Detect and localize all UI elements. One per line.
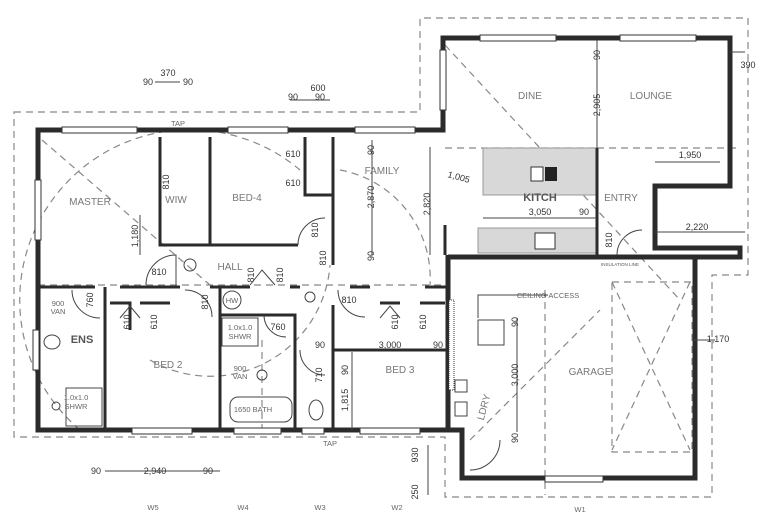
- dim-810: 810: [161, 174, 171, 189]
- room-label-bed4: BED-4: [232, 193, 262, 204]
- dim-3050: 3,050: [529, 207, 552, 217]
- dim-810: 810: [275, 267, 285, 282]
- dim-760: 760: [270, 322, 285, 332]
- vanity-label: VAN: [233, 372, 248, 381]
- dim-90: 90: [579, 207, 589, 217]
- shower-size-label: 1.0x1.0: [228, 323, 253, 332]
- dim-2220: 2,220: [686, 222, 709, 232]
- dim-90: 90: [183, 77, 193, 87]
- garage-wall: [445, 254, 700, 430]
- dim-600: 600: [310, 83, 325, 93]
- dim-810: 810: [246, 267, 256, 282]
- dim-90: 90: [91, 466, 101, 476]
- dim-90: 90: [340, 365, 350, 375]
- doors: [71, 217, 643, 471]
- dim-90: 90: [510, 317, 520, 327]
- shower-label: SHWR: [229, 332, 252, 341]
- room-label-hall: HALL: [217, 262, 242, 273]
- room-label-entry: ENTRY: [604, 193, 638, 204]
- window-label-w3: W3: [314, 503, 325, 512]
- dim-2940: 2,940: [144, 466, 167, 476]
- kitchen-benches: [477, 147, 598, 254]
- interior-walls: [38, 137, 599, 430]
- tap-label-bottom: TAP: [323, 439, 337, 448]
- dim-90: 90: [315, 92, 325, 102]
- ensuite-vanity-size-label: 900: [52, 299, 65, 308]
- dim-810: 810: [151, 267, 166, 277]
- dim-2820: 2,820: [422, 193, 432, 216]
- room-label-garage: GARAGE: [569, 367, 612, 378]
- fixtures: [43, 258, 548, 427]
- dim-90: 90: [203, 466, 213, 476]
- dim-930: 930: [410, 447, 420, 462]
- tap-label-top: TAP: [171, 119, 185, 128]
- dim-810: 810: [604, 232, 614, 247]
- room-label-laundry: LDRY: [476, 393, 494, 422]
- dim-760: 760: [85, 292, 95, 307]
- dimension-lines: [105, 40, 745, 495]
- dim-1180: 1,180: [130, 225, 140, 248]
- ensuite-shower-size-label: 1.0x1.0: [64, 393, 89, 402]
- ceiling-access-label: CEILING ACCESS: [517, 291, 580, 300]
- dim-90: 90: [366, 251, 376, 261]
- windows: [32, 34, 697, 483]
- dim-610: 610: [149, 314, 159, 329]
- dim-390: 390: [740, 60, 755, 70]
- room-label-master: MASTER: [69, 197, 111, 208]
- hot-water-label: HW: [226, 296, 239, 305]
- room-label-family: FAMILY: [365, 166, 400, 177]
- dim-610: 610: [390, 314, 400, 329]
- window-label-w4: W4: [237, 503, 248, 512]
- dim-90: 90: [315, 340, 325, 350]
- ensuite-shower-label: SHWR: [65, 402, 88, 411]
- ensuite-vanity-label: VAN: [51, 307, 66, 316]
- dim-90: 90: [143, 77, 153, 87]
- dim-2905: 2,905: [592, 94, 602, 117]
- room-label-kitchen: KITCH: [523, 192, 557, 204]
- dim-90: 90: [433, 340, 443, 350]
- dim-1950: 1,950: [679, 150, 702, 160]
- window-label-w2: W2: [391, 503, 402, 512]
- dim-810: 810: [200, 294, 210, 309]
- room-label-bed3: BED 3: [386, 365, 415, 376]
- dim-90: 90: [592, 50, 602, 60]
- dim-1815: 1,815: [340, 389, 350, 412]
- bath-label: 1650 BATH: [234, 405, 272, 414]
- room-label-dine: DINE: [518, 91, 542, 102]
- dim-1005: 1,005: [447, 169, 471, 184]
- dim-710: 710: [314, 367, 324, 382]
- dim-610: 610: [418, 314, 428, 329]
- dim-810: 810: [310, 222, 320, 237]
- insulation-line-label: INSULATION LINE: [601, 262, 639, 267]
- dim-370: 370: [160, 68, 175, 78]
- dim-1170: 1,170: [707, 334, 730, 344]
- dim-610: 610: [122, 314, 132, 329]
- vanity-size-label: 900: [234, 364, 247, 373]
- dim-250: 250: [410, 484, 420, 499]
- dim-90: 90: [510, 433, 520, 443]
- window-label-w1: W1: [574, 505, 585, 512]
- dim-810: 810: [341, 295, 356, 305]
- room-label-wiw: WIW: [165, 195, 187, 206]
- dim-90: 90: [288, 92, 298, 102]
- dim-2870: 2,870: [366, 186, 376, 209]
- room-label-lounge: LOUNGE: [630, 91, 673, 102]
- dim-810: 810: [318, 250, 328, 265]
- dim-610: 610: [285, 178, 300, 188]
- dim-3000: 3,000: [510, 364, 520, 387]
- dim-90: 90: [366, 145, 376, 155]
- room-label-ensuite: ENS: [71, 334, 94, 346]
- dim-3000: 3,000: [379, 340, 402, 350]
- room-label-bed2: BED 2: [154, 360, 183, 371]
- window-label-w5: W5: [147, 503, 158, 512]
- dim-610: 610: [285, 149, 300, 159]
